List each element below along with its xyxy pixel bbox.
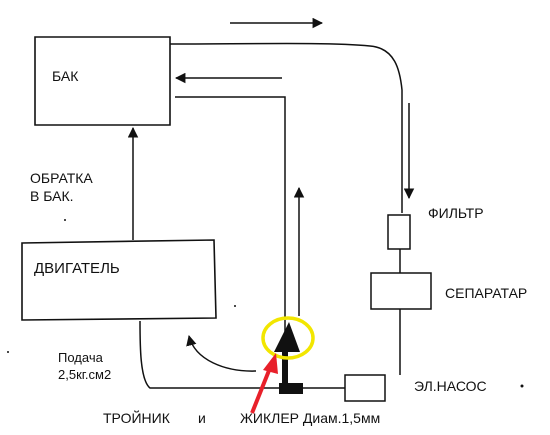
engine-label: ДВИГАТЕЛЬ [34, 260, 120, 277]
separator-box [370, 272, 432, 310]
jet-arrowhead [274, 322, 300, 352]
pointer-arrowhead [263, 353, 278, 374]
mark-dot [520, 384, 524, 388]
tank-label: БАК [52, 68, 79, 84]
pump-box [344, 374, 386, 402]
tank-box [34, 36, 171, 126]
engine-box [21, 239, 217, 321]
pointer-arrow-shaft [250, 367, 272, 414]
filter-box [387, 214, 411, 250]
highlight-ring [261, 316, 315, 360]
filter-label: ФИЛЬТР [428, 205, 484, 221]
tee-label: ТРОЙНИК [103, 410, 170, 426]
feed-arrow [186, 334, 257, 372]
separator-label: СЕПАРАТАР [445, 285, 528, 301]
supply-line [169, 42, 403, 213]
feed-label-line1: Подача [58, 350, 103, 365]
and-label: и [198, 410, 206, 426]
feed-label-line2: 2,5кг.см2 [58, 367, 112, 382]
return-label-line1: ОБРАТКА [30, 170, 93, 186]
return-to-tank-line [175, 96, 286, 390]
return-label-line2: В БАК. [30, 188, 74, 204]
feed-line [139, 320, 282, 389]
mark-dot [7, 351, 9, 353]
jet-body [282, 350, 288, 388]
mark-dot [64, 219, 66, 221]
pump-label: ЭЛ.НАСОС [414, 378, 487, 394]
jet-label: ЖИКЛЕР Диам.1,5мм [240, 410, 381, 426]
mark-dot [234, 305, 236, 307]
tee-fitting [279, 383, 303, 394]
